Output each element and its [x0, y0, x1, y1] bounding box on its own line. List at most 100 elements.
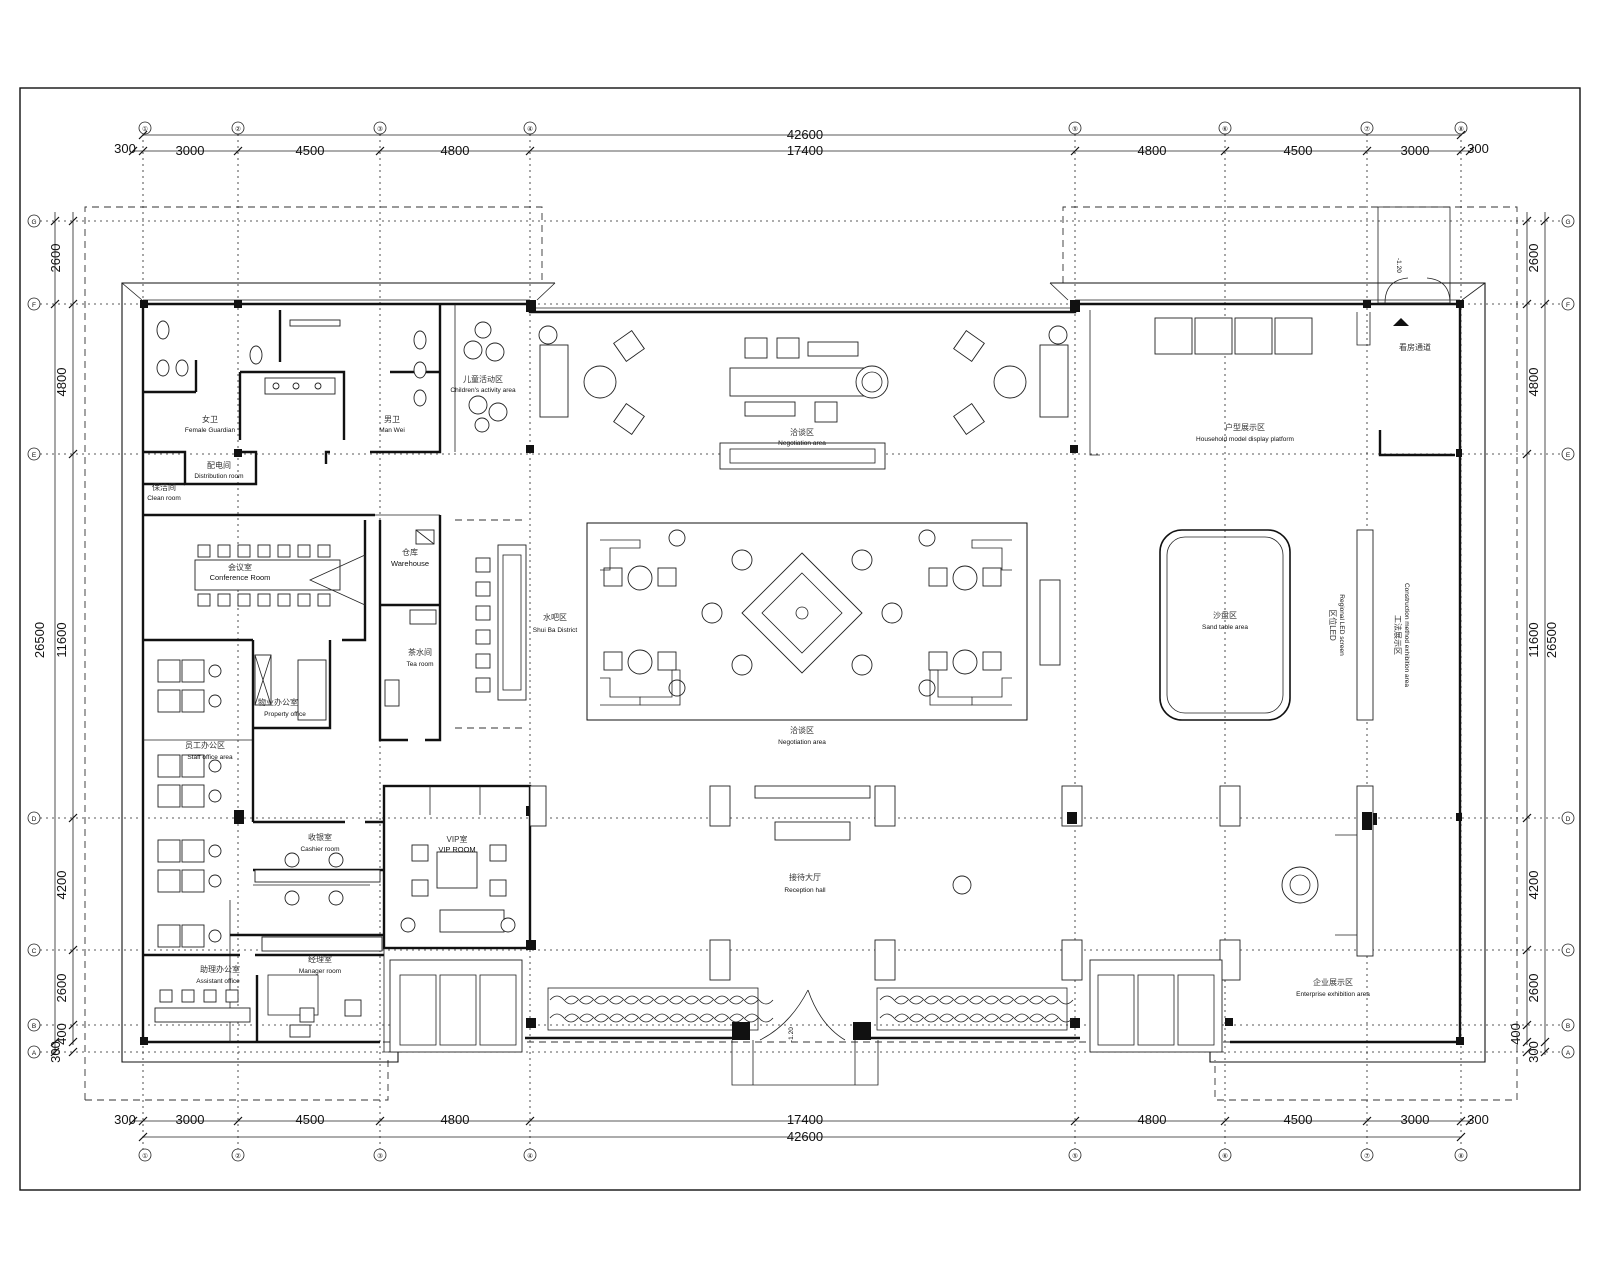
grid-bubble-left-g: G [27, 214, 41, 228]
left-outer-1: 26500 [32, 622, 47, 658]
svg-text:D: D [32, 816, 37, 823]
conference-label: Conference Room [210, 573, 271, 582]
grid-bubble-left-a: A [27, 1045, 41, 1059]
dimension-tick [138, 1116, 148, 1126]
sand-table [1159, 529, 1291, 721]
paving-pattern [609, 995, 639, 1005]
lounge-chair [657, 651, 677, 671]
staff-desk [157, 689, 181, 713]
staff-desks [157, 654, 327, 948]
paving-pattern [1014, 1013, 1044, 1023]
paving-pattern [879, 1013, 909, 1023]
dimension-tick [1522, 1037, 1532, 1047]
top-dimensions: 42600 300 3000 4500 4800 17400 4800 4500… [114, 127, 1489, 158]
svg-text:F: F [32, 302, 36, 309]
dimension-tick [1070, 1116, 1080, 1126]
left-dimensions: 2600 26500 300 4800 11600 4200 2600 400 [32, 212, 78, 1063]
paving-pattern [969, 995, 999, 1005]
round-table [881, 602, 903, 624]
top-dim-7: 3000 [1401, 143, 1430, 158]
bottom-dim-1: 3000 [176, 1112, 205, 1127]
bottom-dim-4: 17400 [787, 1112, 823, 1127]
dimension-tick [1540, 1047, 1550, 1057]
staff-desk [157, 754, 181, 778]
svg-text:E: E [1566, 452, 1571, 459]
paving-pattern [564, 995, 594, 1005]
grid-bubble-right-g: G [1561, 214, 1575, 228]
dimension-tick [525, 146, 535, 156]
grid-bubble-top-2: ② [231, 121, 245, 135]
dimension-tick [50, 299, 60, 309]
svg-text:⑥: ⑥ [1222, 1152, 1228, 1160]
staff-desk [181, 924, 205, 948]
entry-booths [389, 959, 1223, 1053]
dimension-tick [1522, 449, 1532, 459]
bottom-dimensions: 300 3000 4500 4800 17400 4800 4500 3000 … [114, 1112, 1489, 1144]
paving-pattern [609, 1013, 639, 1023]
conference-chair [257, 544, 271, 558]
right-dimensions: 2600 26500 300 4800 11600 4200 2600 400 [1508, 212, 1559, 1063]
grid-bubble-left-f: F [27, 297, 41, 311]
dimension-tick [1522, 1047, 1532, 1057]
bar-stool [475, 557, 491, 573]
left-inner-1: 11600 [54, 622, 69, 657]
right-inner-0: 4800 [1526, 368, 1541, 397]
lounge-chair [982, 651, 1002, 671]
svg-text:A: A [1566, 1050, 1571, 1057]
paving-pattern [579, 995, 609, 1005]
right-outer-1: 26500 [1544, 622, 1559, 658]
paving-pattern [729, 1013, 759, 1023]
svg-text:G: G [1565, 219, 1570, 226]
dimension-tick [1522, 813, 1532, 823]
paving-pattern [594, 1013, 624, 1023]
dimension-tick [138, 146, 148, 156]
round-table [851, 549, 873, 571]
paving-pattern [1014, 995, 1044, 1005]
assistant-chair [181, 989, 195, 1003]
bottom-dim-2: 4500 [296, 1112, 325, 1127]
right-inner-1: 11600 [1526, 622, 1541, 657]
staff-chair [208, 844, 222, 858]
grid-bubble-bottom-1: ① [138, 1148, 152, 1162]
paving-pattern [969, 1013, 999, 1023]
staff-desk [157, 924, 181, 948]
cashier-label-cn: 收银室 [308, 832, 332, 842]
conference-chair [197, 593, 211, 607]
female-label: Female Guardian [185, 427, 236, 434]
bottom-dim-3: 4800 [441, 1112, 470, 1127]
canopy-edge [121, 282, 1486, 1063]
toilet-fixtures [156, 319, 427, 407]
dimension-tick [1220, 146, 1230, 156]
property-label-cn: 物业办公室 [258, 697, 298, 707]
assistant-chair [203, 989, 217, 1003]
clean-label: Clean room [147, 495, 181, 502]
sand-table-label: Sand table area [1202, 624, 1248, 631]
grid-bubble-bottom-5: ⑤ [1068, 1148, 1082, 1162]
paving-pattern [714, 1013, 744, 1023]
paving-pattern [639, 995, 669, 1005]
cashier-counter [254, 852, 381, 906]
top-negotiation-furniture [538, 325, 1069, 470]
lounge-chair [657, 567, 677, 587]
staff-chair [208, 929, 222, 943]
round-stool [668, 529, 686, 547]
dimension-tick [1465, 1116, 1475, 1126]
distribution-label-cn: 配电间 [207, 460, 231, 470]
paving-pattern [744, 1013, 774, 1023]
household-label-cn: 户型展示区 [1225, 422, 1265, 432]
svg-text:③: ③ [377, 1152, 383, 1160]
top-dim-6: 4500 [1284, 143, 1313, 158]
paving-pattern [909, 1013, 939, 1023]
svg-text:B: B [1566, 1023, 1570, 1030]
grid-bubble-top-1: ① [138, 121, 152, 135]
negotiation-top-label: Negotiation area [778, 440, 826, 447]
household-label: Household model display platform [1196, 436, 1294, 443]
round-table [731, 654, 753, 676]
grid-bubble-right-b: B [1561, 1018, 1575, 1032]
dimension-tick [128, 1116, 138, 1126]
staff-chair [208, 759, 222, 773]
dimension-tick [233, 146, 243, 156]
paving-pattern [579, 1013, 609, 1023]
staff-chair [208, 664, 222, 678]
paving-pattern [999, 995, 1029, 1005]
